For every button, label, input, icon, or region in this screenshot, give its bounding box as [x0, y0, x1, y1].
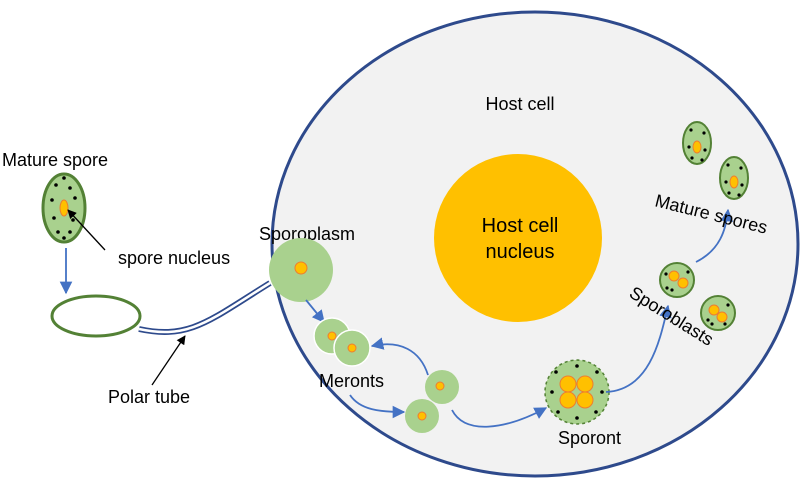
mature-spore-inner-2 [719, 156, 749, 200]
sporoplasm-label: Sporoplasm [259, 224, 355, 244]
host-cell-nucleus [434, 154, 602, 322]
host-nucleus-label-line1: Host cell [482, 215, 559, 237]
meront-cycle-arrow-2 [349, 394, 406, 419]
polar-tube-label: Polar tube [108, 387, 190, 407]
sporont-to-sporoblast-arrow [605, 304, 672, 393]
spore-nucleus-pointer [67, 209, 106, 251]
mature-spore [41, 172, 87, 244]
mature-spore-label: Mature spore [2, 150, 108, 170]
meront-pair [313, 317, 371, 367]
meront-single-1 [425, 370, 459, 404]
polar-tube [138, 280, 272, 335]
mature-spore-inner-1 [682, 121, 712, 165]
sporont [544, 359, 610, 425]
sporoblast-1 [659, 262, 695, 298]
spore-nucleus-label: spore nucleus [118, 248, 230, 268]
host-cell-label: Host cell [485, 94, 554, 114]
meront-to-sporont-arrow [451, 407, 548, 428]
meront-cycle-arrow-1 [370, 337, 429, 376]
sporoplasm [269, 238, 333, 302]
polar-tube-pointer [151, 335, 186, 386]
meront-single-2 [405, 399, 439, 433]
empty-spore-shell [50, 294, 142, 338]
meronts-label: Meronts [319, 371, 384, 391]
host-nucleus-label-line2: nucleus [486, 241, 555, 263]
sporoblast-2 [700, 295, 736, 331]
sporoblast-to-mature-arrow [695, 208, 734, 263]
sporont-label: Sporont [558, 428, 621, 448]
sporoplasm-to-meront-arrow [305, 299, 325, 323]
